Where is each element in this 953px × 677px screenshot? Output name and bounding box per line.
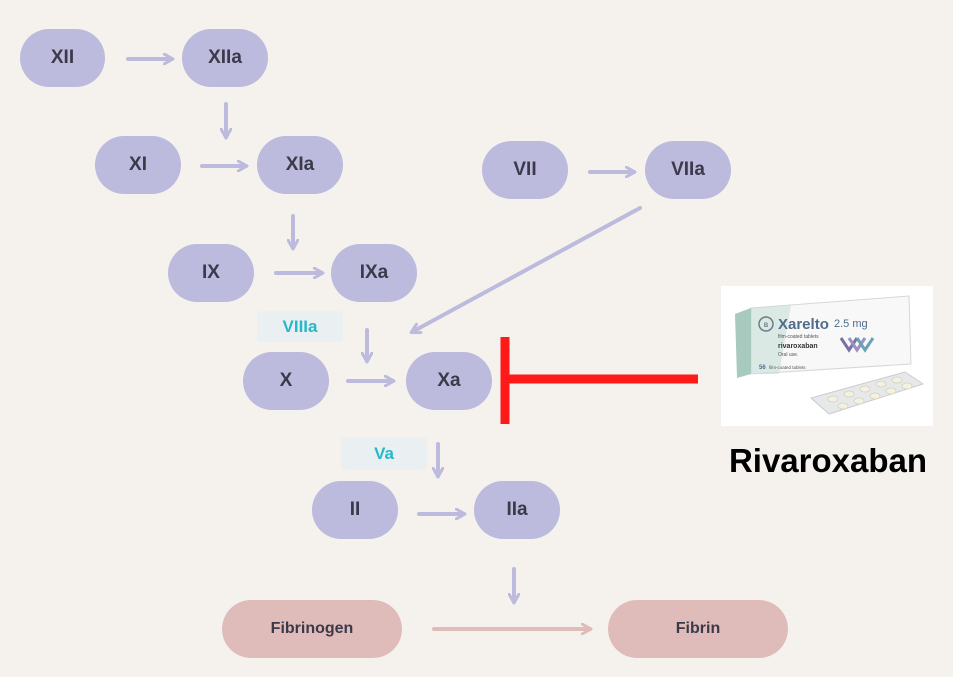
factor-viia-node: VIIa (645, 141, 731, 199)
xarelto-package-image: B Xarelto 2.5 mg film-coated tablets riv… (721, 286, 933, 426)
factor-ixa-node: IXa (331, 244, 417, 302)
factor-x-node: X (243, 352, 329, 410)
inhibition-symbol (500, 337, 698, 424)
factor-iia-node: IIa (474, 481, 560, 539)
factor-xi-node: XI (95, 136, 181, 194)
factor-xiia-node: XIIa (182, 29, 268, 87)
package-form-text: film-coated tablets (778, 334, 819, 340)
package-route-text: Oral use. (778, 352, 798, 358)
factor-xa-node: Xa (406, 352, 492, 410)
package-brand-text: Xarelto (778, 316, 829, 333)
factor-ii-node: II (312, 481, 398, 539)
factor-xia-node: XIa (257, 136, 343, 194)
package-dose-text: 2.5 mg (834, 318, 868, 330)
factor-xii-node: XII (20, 29, 105, 87)
drug-name-label: Rivaroxaban (728, 442, 928, 479)
package-ingredient-text: rivaroxaban (778, 343, 818, 350)
fibrin-node: Fibrin (608, 600, 788, 658)
cofactor-va-label: Va (341, 437, 427, 470)
package-count-label-text: film-coated tablets (769, 365, 806, 370)
fibrinogen-node: Fibrinogen (222, 600, 402, 658)
factor-vii-node: VII (482, 141, 568, 199)
arrow-viia-xa (412, 206, 642, 332)
svg-text:B: B (764, 323, 769, 329)
package-count-text: 56 (759, 365, 766, 371)
cofactor-viiia-label: VIIIa (257, 311, 343, 342)
factor-ix-node: IX (168, 244, 254, 302)
